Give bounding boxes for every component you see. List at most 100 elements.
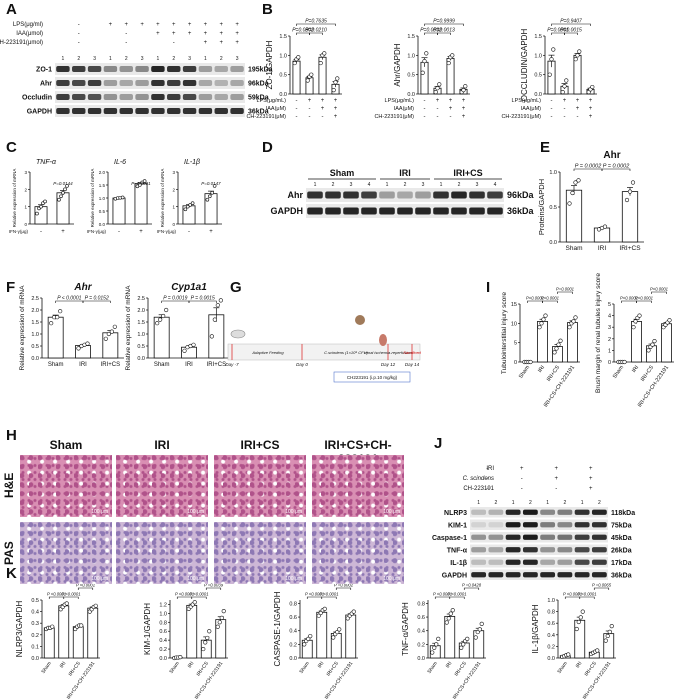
condition-sign: + [172, 22, 176, 28]
panel-letter-J: J [434, 435, 442, 452]
y-tick-label: 0.5 [549, 205, 557, 211]
condition-sign: + [219, 40, 223, 46]
blot-band [540, 572, 556, 578]
B-sign-label: CH-223191(μM) [246, 114, 286, 120]
lane-number: 1 [204, 56, 207, 62]
panel-letter-K: K [6, 565, 17, 582]
B-sign-sign: - [322, 114, 324, 120]
data-point [578, 615, 583, 620]
lane-number: 2 [598, 500, 601, 506]
y-tick-label: 0.6 [547, 621, 555, 627]
data-point [448, 611, 453, 616]
blot-band [87, 94, 102, 100]
data-point [446, 616, 451, 621]
blot-band [56, 108, 70, 114]
B-sign-label: CH-223191(μM) [501, 114, 541, 120]
p-value-label: P<0.0001 [526, 296, 544, 301]
data-point [64, 601, 69, 606]
bar-chart-B-0: 0.00.51.01.5ZO-1/GAPDHP=0.0302P=0.0210P=… [265, 19, 342, 98]
y-axis-label: OCCLUDIN/GAPDH [520, 29, 529, 102]
band-size-label: 75kDa [611, 522, 632, 529]
condition-sign: + [204, 22, 208, 28]
p-value-label: P <0.0001 [577, 592, 596, 597]
bar [112, 197, 126, 225]
blot-band [72, 108, 86, 114]
blot-band [379, 207, 395, 215]
condition-label: CH-223191 [463, 486, 494, 492]
y-tick-label: 0.5 [534, 73, 542, 79]
data-point [79, 623, 84, 628]
bar [593, 227, 611, 243]
p-value-label: P <0.0001 [76, 583, 95, 588]
x-tick-label: IRI+CS [454, 660, 469, 677]
p-value-label: P <0.0001 [319, 592, 338, 597]
y-tick-label: 0.8 [289, 601, 297, 607]
condition-sign: + [204, 31, 208, 37]
x-tick-label: IRI+CS+CH-223191 [194, 661, 225, 699]
p-value-label: P <0.0001 [47, 592, 66, 597]
y-tick-label: 0.0 [417, 656, 425, 662]
p-value-label: P=0.9407 [560, 19, 582, 25]
group-label: IRI+CS [453, 168, 482, 178]
y-tick-label: 3 [24, 170, 27, 175]
data-point [446, 60, 451, 66]
chart-title: Cyp1a1 [171, 282, 207, 293]
B-sign-sign: + [589, 114, 593, 120]
data-point [602, 224, 608, 229]
data-point [59, 194, 63, 199]
histology-image-pas: 100 μm [116, 522, 208, 584]
y-tick-label: 0.5 [407, 73, 415, 79]
y-tick-label: 1.0 [279, 53, 287, 59]
data-point [318, 610, 323, 616]
lane-number: 2 [220, 56, 223, 62]
data-point [567, 201, 572, 206]
band-name-label: Occludin [22, 95, 52, 102]
data-point [182, 348, 187, 353]
band-size-label: 45kDa [611, 535, 632, 542]
blot-band [72, 94, 86, 100]
data-point [155, 321, 160, 326]
B-sign-label: LPS(μg/mL) [385, 98, 415, 104]
x-tick-label: IRI+CS+CH-223191 [66, 661, 97, 699]
condition-sign: + [124, 22, 128, 28]
panel-letter-F: F [6, 279, 15, 296]
x-tick-label: Sham [556, 661, 568, 675]
p-value-label: P <0.0001 [175, 592, 194, 597]
x-tick-label: IRI [317, 661, 326, 670]
data-point [345, 616, 350, 621]
band-name-label: NLRP3 [444, 510, 467, 517]
B-sign-sign: + [462, 106, 466, 112]
lane-number: 1 [581, 500, 584, 506]
significance-bracket [335, 587, 352, 590]
lane-number: 4 [368, 182, 371, 188]
y-tick-label: 1.5 [31, 320, 39, 326]
B-sign-sign: + [436, 98, 440, 104]
B-sign-sign: + [449, 98, 453, 104]
p-value-label: P=0.0144 [53, 181, 73, 186]
B-sign-sign: + [462, 98, 466, 104]
significance-bracket [527, 300, 543, 303]
y-axis-label: KIM-1/GAPDH [143, 603, 152, 655]
B-sign-sign: - [450, 114, 452, 120]
panel-letter-C: C [6, 139, 17, 156]
y-tick-label: 0.2 [289, 642, 297, 648]
x-tick-label: IRI+CS+CH-223191 [543, 365, 576, 409]
data-point [61, 191, 65, 195]
data-point [450, 608, 455, 613]
data-point [192, 600, 197, 605]
data-point [190, 201, 195, 205]
band-name-label: GAPDH [27, 109, 52, 116]
y-tick-label: 0.5 [279, 73, 287, 79]
significance-bracket [621, 300, 637, 303]
band-size-label: 96kDa [507, 190, 535, 200]
data-point [430, 650, 435, 655]
y-tick-label: 0.2 [417, 642, 425, 648]
data-point [331, 88, 336, 93]
blot-band [135, 66, 149, 72]
blot-band [574, 509, 590, 515]
timeline-stage: Adaptive Feeding [251, 350, 284, 355]
bar [134, 183, 148, 225]
condition-sign: - [486, 466, 488, 472]
